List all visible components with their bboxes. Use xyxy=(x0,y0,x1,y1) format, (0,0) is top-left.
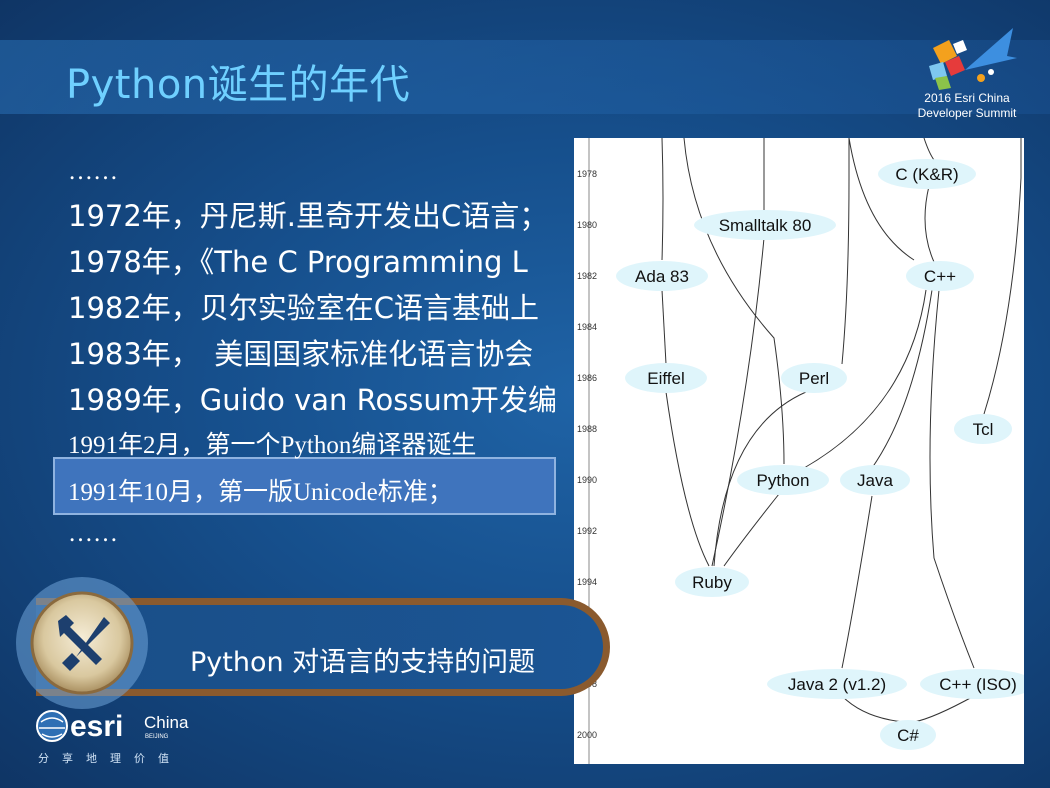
node-ellipse xyxy=(920,669,1036,699)
section-banner-text: Python 对语言的支持的问题 xyxy=(190,647,536,678)
brand-name: esri xyxy=(70,710,123,743)
edge-perl-ruby xyxy=(713,391,807,567)
year-label: 2000 xyxy=(577,730,597,740)
bullet-1982: 1982年，贝尔实验室在C语言基础上 xyxy=(68,291,540,325)
node-smalltalk: Smalltalk 80 xyxy=(694,210,836,240)
node-csharp: C# xyxy=(880,720,936,750)
node-ckr: C (K&R) xyxy=(878,159,976,189)
year-label: 1980 xyxy=(577,220,597,230)
bullet-1989: 1989年，Guido van Rossum开发编 xyxy=(68,383,558,417)
edge-cpp-cppiso xyxy=(929,289,975,669)
bullet-1991-feb: 1991年2月，第一个Python编译器诞生 xyxy=(68,432,477,459)
edge-cpp-java xyxy=(871,289,933,469)
edge-cpp-python xyxy=(803,289,927,469)
node-ellipse xyxy=(880,720,936,750)
brand-city: BEIJING xyxy=(145,734,169,740)
node-ellipse xyxy=(625,363,707,393)
edge-top-ada xyxy=(661,137,664,261)
node-label: Eiffel xyxy=(647,369,685,388)
edge-top-python xyxy=(683,137,785,465)
edge-ada-eiffel xyxy=(661,289,667,365)
node-perl: Perl xyxy=(781,363,847,393)
edge-python-ruby xyxy=(723,493,780,567)
node-ellipse xyxy=(767,669,907,699)
event-name-line1: 2016 Esri China xyxy=(924,91,1010,105)
node-label: C (K&R) xyxy=(895,165,958,184)
node-label: Perl xyxy=(799,369,829,388)
edge-eiffel-ruby xyxy=(665,391,710,567)
event-name: 2016 Esri China Developer Summit xyxy=(902,91,1032,121)
node-label: C++ (ISO) xyxy=(939,675,1016,694)
node-ellipse xyxy=(694,210,836,240)
bullet-1983: 1983年， 美国国家标准化语言协会 xyxy=(68,337,534,371)
node-cppiso: C++ (ISO) xyxy=(920,669,1036,699)
node-label: Java 2 (v1.2) xyxy=(788,675,886,694)
node-python: Python xyxy=(737,465,829,495)
language-timeline-chart: 1978198019821984198619881990199219941996… xyxy=(574,137,1036,764)
edge-top-perl xyxy=(841,138,850,365)
year-label: 1978 xyxy=(577,169,597,179)
bullet-ellipsis-bottom: …… xyxy=(68,520,118,547)
bullet-1978: 1978年，《The C Programming L xyxy=(68,245,528,279)
node-ellipse xyxy=(954,414,1012,444)
year-label: 1994 xyxy=(577,577,597,587)
node-ada: Ada 83 xyxy=(616,261,708,291)
brand-region: China xyxy=(144,713,189,732)
node-label: Ada 83 xyxy=(635,267,689,286)
lineage-edges xyxy=(661,137,1022,723)
title-band xyxy=(0,40,1050,114)
node-ruby: Ruby xyxy=(675,567,749,597)
year-label: 1990 xyxy=(577,475,597,485)
edge-cppiso-csharp xyxy=(913,695,975,723)
year-label: 1986 xyxy=(577,373,597,383)
event-name-line2: Developer Summit xyxy=(917,106,1017,120)
edge-smalltalk-ruby xyxy=(711,237,765,567)
year-label: 1984 xyxy=(577,322,597,332)
node-label: Python xyxy=(757,471,810,490)
bullet-1972: 1972年，丹尼斯.里奇开发出C语言； xyxy=(68,199,549,233)
node-label: C# xyxy=(897,726,919,745)
node-label: Java xyxy=(857,471,893,490)
edge-top-cpp xyxy=(848,137,915,261)
year-label: 1982 xyxy=(577,271,597,281)
year-label: 1988 xyxy=(577,424,597,434)
summit-logo-icon xyxy=(929,28,1017,90)
node-ellipse xyxy=(878,159,976,189)
node-label: C++ xyxy=(924,267,956,286)
node-label: Ruby xyxy=(692,573,732,592)
bullet-1991-oct: 1991年10月，第一版Unicode标准； xyxy=(68,479,453,506)
timeline-svg: 1978198019821984198619881990199219941996… xyxy=(577,137,1036,764)
year-label: 1992 xyxy=(577,526,597,536)
edge-top-ckr xyxy=(923,137,935,161)
slide-title: Python诞生的年代 xyxy=(66,62,411,108)
edge-top-tcl xyxy=(983,138,1022,415)
node-ellipse xyxy=(737,465,829,495)
node-label: Smalltalk 80 xyxy=(719,216,812,235)
edge-java2-csharp xyxy=(841,695,905,723)
highlighted-line-box xyxy=(53,457,556,515)
node-cpp: C++ xyxy=(906,261,974,291)
esri-logo-icon: esri China BEIJING xyxy=(36,710,189,743)
edge-ckr-cpp xyxy=(924,185,935,263)
bullet-ellipsis-top: …… xyxy=(68,158,118,185)
language-nodes: C (K&R) Smalltalk 80 Ada 83 C++ Eiffel PerlTc… xyxy=(616,159,1036,750)
edge-java-java2 xyxy=(841,495,873,669)
node-tcl: Tcl xyxy=(954,414,1012,444)
node-ellipse xyxy=(906,261,974,291)
node-java: Java xyxy=(840,465,910,495)
node-ellipse xyxy=(781,363,847,393)
node-ellipse xyxy=(675,567,749,597)
node-ellipse xyxy=(616,261,708,291)
node-label: Tcl xyxy=(973,420,994,439)
tools-icon xyxy=(16,577,148,709)
tagline: 分享地理价值 xyxy=(38,753,182,765)
node-ellipse xyxy=(840,465,910,495)
node-eiffel: Eiffel xyxy=(625,363,707,393)
node-java2: Java 2 (v1.2) xyxy=(767,669,907,699)
